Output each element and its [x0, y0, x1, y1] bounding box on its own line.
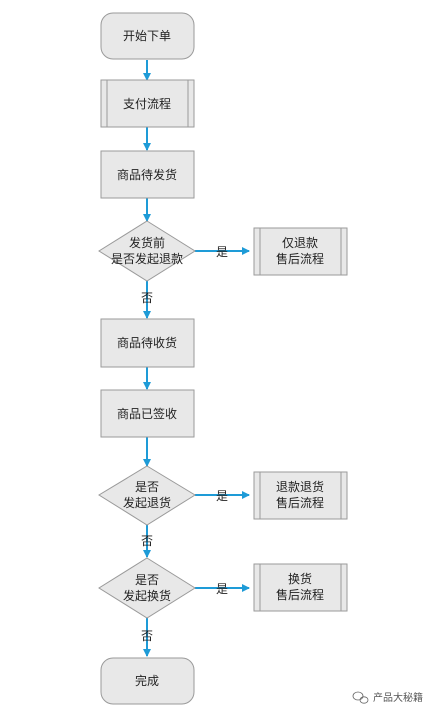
pending-ship-label: 商品待发货 [117, 167, 177, 182]
decision-before-ship-line1: 发货前 [129, 235, 165, 250]
refund-only-line1: 仅退款 [282, 236, 318, 250]
payment-label: 支付流程 [123, 96, 171, 111]
yes-label-3: 是 [216, 582, 228, 596]
start-terminal [100, 12, 195, 60]
watermark: 产品大秘籍 [352, 691, 423, 704]
decision-before-ship [98, 220, 196, 282]
start-label: 开始下单 [123, 29, 171, 43]
no-label-2: 否 [141, 534, 153, 548]
decision-exchange-line1: 是否 [135, 573, 159, 587]
done-terminal [100, 657, 195, 705]
refund-return-line1: 退款退货 [276, 479, 324, 494]
refund-return-process [253, 471, 348, 520]
refund-return-line2: 售后流程 [276, 495, 324, 510]
refund-only-process [253, 227, 348, 276]
exchange-process [253, 563, 348, 612]
watermark-text: 产品大秘籍 [373, 691, 423, 704]
done-label: 完成 [135, 673, 159, 688]
signed-box [100, 389, 195, 438]
pending-ship-box [100, 150, 195, 199]
yes-label-2: 是 [216, 489, 228, 503]
yes-label-1: 是 [216, 245, 228, 259]
decision-return-line2: 发起退货 [123, 495, 171, 510]
decision-before-ship-line2: 是否发起退款 [111, 251, 183, 266]
payment-process [100, 79, 195, 128]
decision-return [98, 465, 196, 526]
refund-only-line2: 售后流程 [276, 251, 324, 266]
exchange-line2: 售后流程 [276, 587, 324, 602]
decision-return-line1: 是否 [135, 480, 159, 494]
no-label-3: 否 [141, 629, 153, 643]
no-label-1: 否 [141, 291, 153, 305]
signed-label: 商品已签收 [117, 406, 177, 421]
exchange-line1: 换货 [288, 571, 312, 586]
decision-exchange-line2: 发起换货 [123, 588, 171, 603]
pending-receive-label: 商品待收货 [117, 335, 177, 350]
pending-receive-box [100, 318, 195, 368]
decision-exchange [98, 557, 196, 619]
wechat-icon [352, 691, 369, 704]
